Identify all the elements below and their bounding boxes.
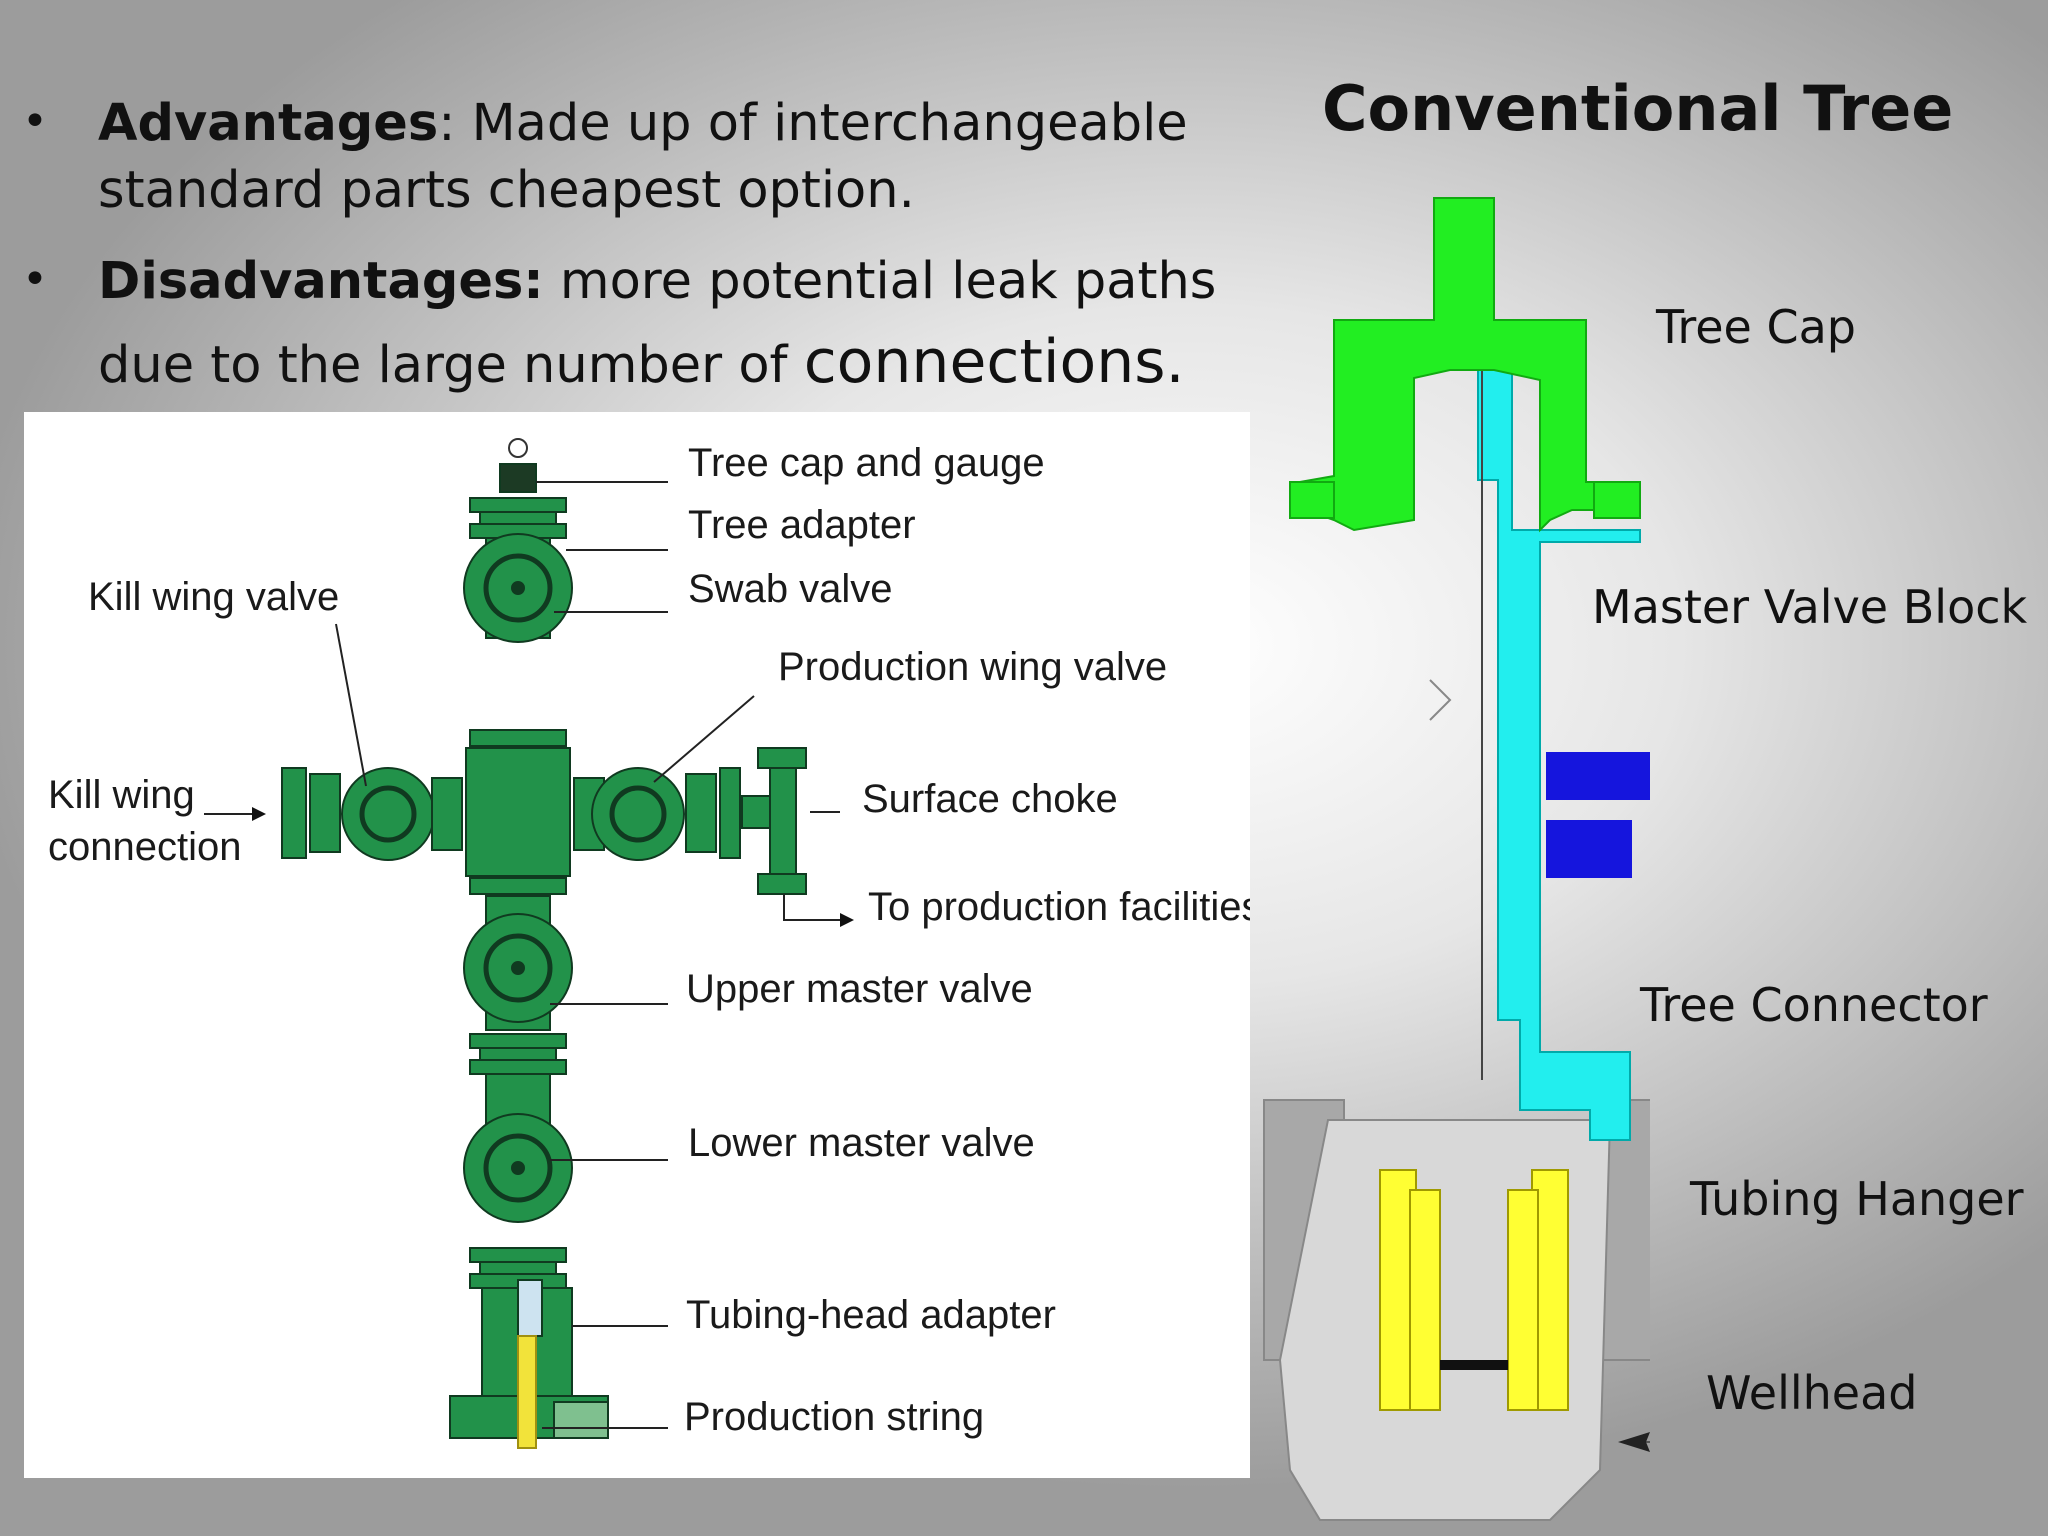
christmas-tree-illustration: Tree cap and gauge Tree adapter Swab val… <box>48 438 1250 1449</box>
label-kill-wing-connection-2: connection <box>48 825 241 869</box>
surface-choke <box>757 747 807 769</box>
label-tree-connector: Tree Connector <box>1640 978 1988 1032</box>
label-swab-valve: Swab valve <box>688 567 893 611</box>
christmas-tree-diagram: Tree cap and gauge Tree adapter Swab val… <box>24 412 1250 1478</box>
tubing-hanger <box>1379 1169 1569 1411</box>
label-tubing-hanger: Tubing Hanger <box>1690 1172 2024 1226</box>
label-upper-master-valve: Upper master valve <box>686 967 1033 1011</box>
label-tree-cap: Tree Cap <box>1656 300 1856 354</box>
master-valve-block <box>1477 369 1641 1141</box>
label-tree-adapter: Tree adapter <box>688 503 916 547</box>
label-master-valve-block: Master Valve Block <box>1592 580 2028 634</box>
production-string <box>517 1335 537 1449</box>
label-tubing-head-adapter: Tubing-head adapter <box>686 1293 1056 1337</box>
bullet-disadvantages: • Disadvantages: more potential leak pat… <box>20 242 1250 406</box>
bullet-text-emphasis: connections. <box>803 327 1185 397</box>
slide-title: Conventional Tree <box>1322 72 1954 145</box>
tree-cap <box>499 463 537 493</box>
tree-cap-body <box>1299 197 1595 533</box>
kill-wing-valve-wheel <box>341 767 435 861</box>
label-production-string: Production string <box>684 1395 984 1439</box>
gauge-icon <box>508 438 528 458</box>
wellhead-body <box>1263 1099 1650 1521</box>
conventional-tree-cross-section <box>1263 197 1650 1521</box>
label-kill-wing-connection: Kill wing <box>48 773 195 817</box>
bullet-dot: • <box>22 96 48 147</box>
master-valve <box>1546 752 1650 878</box>
bullet-label: Advantages <box>98 94 439 153</box>
bullet-list: • Advantages: Made up of interchangeable… <box>20 90 1250 424</box>
label-to-production-facilities: To production facilities <box>868 885 1250 929</box>
label-tree-cap-gauge: Tree cap and gauge <box>688 441 1045 485</box>
label-kill-wing-valve: Kill wing valve <box>88 575 339 619</box>
bullet-advantages: • Advantages: Made up of interchangeable… <box>20 90 1250 224</box>
label-wellhead: Wellhead <box>1706 1366 1918 1420</box>
cross-block <box>465 747 571 877</box>
label-production-wing-valve: Production wing valve <box>778 645 1167 689</box>
bullet-dot: • <box>22 254 48 305</box>
bullet-label: Disadvantages: <box>98 252 544 311</box>
production-wing-valve-wheel <box>591 767 685 861</box>
bullet-text: more potential leak paths due to the lar… <box>98 252 1217 395</box>
bullet-text: Made up of interchangeable standard part… <box>98 94 1188 220</box>
label-lower-master-valve: Lower master valve <box>688 1121 1035 1165</box>
label-surface-choke: Surface choke <box>862 777 1118 821</box>
